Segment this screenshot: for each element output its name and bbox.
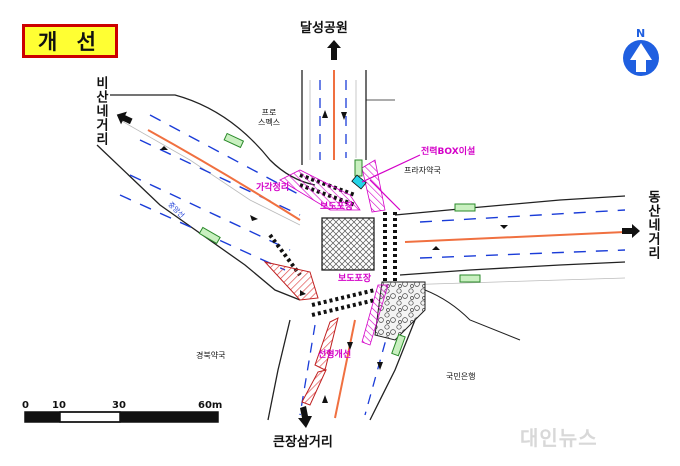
annotation-signal-control: 전력BOX이설: [421, 147, 476, 157]
sidewalk-hatch-magenta-s: [361, 284, 389, 346]
diagram-title: 개 선: [38, 30, 102, 54]
place-bottom-left: 경북약국: [196, 351, 226, 360]
east-road: [394, 195, 626, 286]
place-top-right: 프라자약국: [404, 166, 441, 175]
watermark: 대인뉴스: [520, 426, 598, 450]
sidewalk-hatch-magenta-n: [279, 169, 361, 211]
east-centerline: [404, 231, 626, 243]
south-centerline: [334, 319, 356, 419]
callout-line: [361, 154, 421, 183]
scale-tick-60m: 60m: [198, 400, 223, 411]
south-road: [267, 289, 521, 421]
control-box: [351, 174, 367, 190]
annotation-channelization: 선형개선: [318, 350, 352, 360]
west-centerline: [147, 129, 301, 221]
arrow-west: [116, 111, 133, 125]
annotation-corner-cut: 가각정리: [256, 183, 290, 193]
direction-north: 달성공원: [300, 21, 348, 36]
place-top-left: 프로 스펙스: [258, 108, 281, 127]
green-facilities: [198, 132, 481, 357]
arrow-east: [622, 224, 640, 238]
corner-hatch-west: [263, 261, 319, 301]
paved-area-southeast: [374, 281, 426, 341]
scale-tick-0: 0: [22, 400, 29, 411]
scale-bar: [24, 411, 219, 423]
north-lanes: [319, 80, 347, 160]
scale-tick-30: 30: [112, 400, 126, 411]
channel-hatch-south: [314, 317, 339, 371]
scale-tick-10: 10: [52, 400, 66, 411]
north-compass-icon: [623, 40, 659, 76]
callout-line-2: [369, 179, 401, 211]
channel-hatch-south-2: [301, 369, 327, 406]
title-box: 개 선: [22, 24, 118, 58]
north-compass-label: N: [636, 27, 646, 40]
direction-west: 비산네거리: [93, 76, 108, 146]
center-island: [321, 217, 375, 271]
direction-east: 동산네거리: [645, 190, 660, 260]
north-road: [301, 70, 395, 165]
place-bottom-right: 국민은행: [446, 372, 476, 381]
direction-south: 큰장삼거리: [273, 435, 333, 450]
annotation-sidewalk-paving-1: 보도포장: [320, 202, 354, 212]
annotation-sidewalk-paving-2: 보도포장: [338, 274, 372, 284]
lane-arrows: [160, 110, 508, 403]
arrow-south: [298, 406, 312, 428]
sidewalk-hatch-magenta-e: [361, 159, 386, 213]
arrow-north: [327, 40, 341, 60]
